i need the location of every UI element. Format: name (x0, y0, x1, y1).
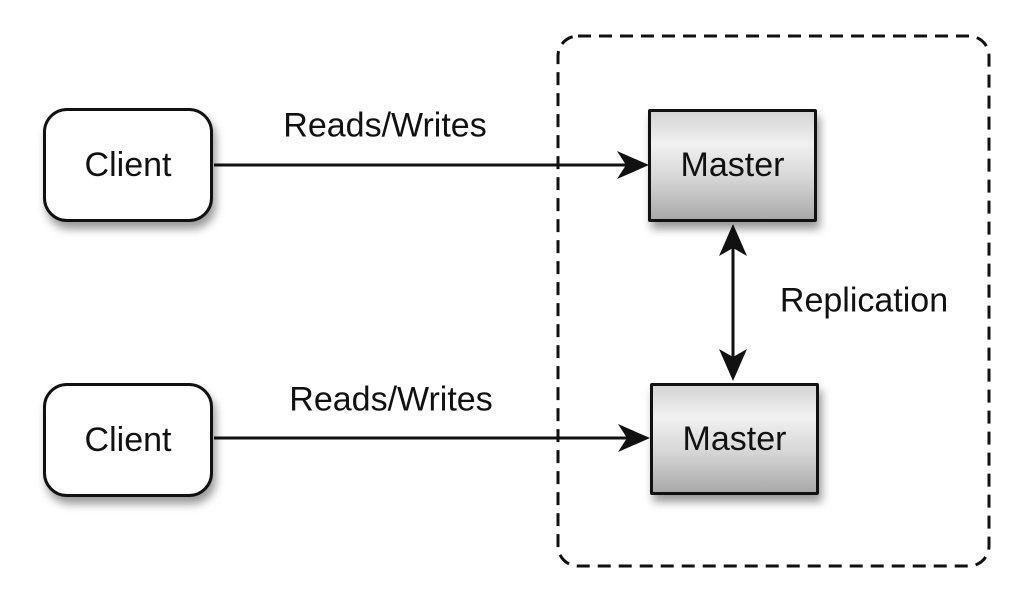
arrowhead-down-icon (719, 349, 747, 381)
node-master-bottom-label: Master (682, 419, 787, 458)
node-master-top-label: Master (680, 146, 785, 184)
node-master-bottom: Master (650, 383, 819, 495)
reads-writes-arrow-top (214, 151, 649, 179)
node-client-bottom: Client (43, 383, 213, 497)
node-client-bottom-label: Client (84, 420, 172, 459)
replication-group-boundary (556, 34, 991, 568)
edge-label-reads-writes-top: Reads/Writes (283, 106, 487, 145)
edge-label-reads-writes-bottom: Reads/Writes (289, 380, 493, 419)
edge-label-replication: Replication (779, 281, 949, 320)
reads-writes-arrow-bottom (214, 424, 650, 452)
arrowhead-up-icon (719, 224, 747, 256)
node-client-top: Client (43, 108, 213, 222)
arrowhead-right-icon (617, 151, 649, 179)
arrowhead-right-icon (618, 424, 650, 452)
node-client-top-label: Client (84, 145, 172, 184)
replication-arrow (719, 224, 747, 381)
node-master-top: Master (648, 109, 817, 222)
